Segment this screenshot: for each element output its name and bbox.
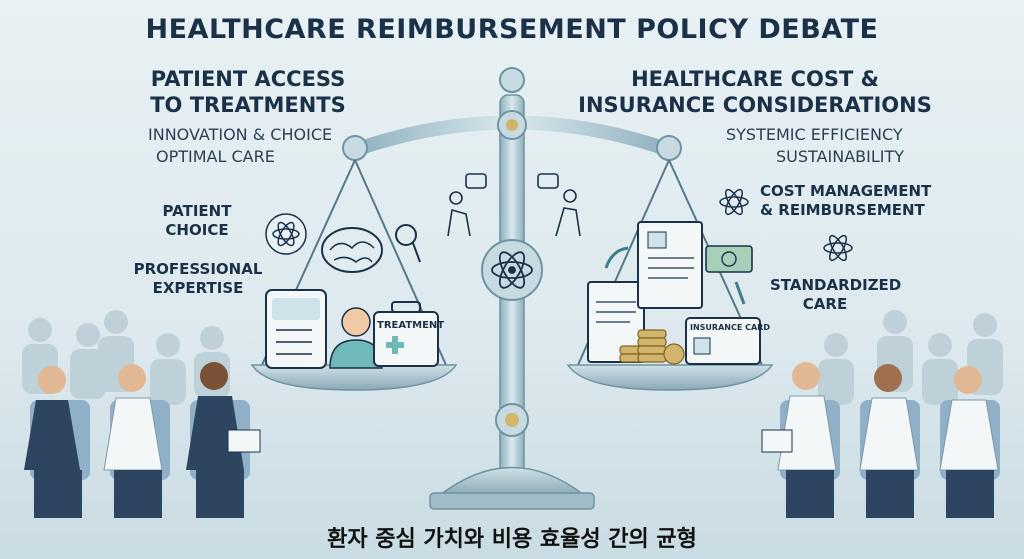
atom-icon — [823, 234, 853, 262]
balance-scale — [250, 67, 774, 510]
left-subtext: INNOVATION & CHOICE — [148, 125, 333, 144]
document-icon — [587, 221, 703, 363]
treatment-kit — [373, 301, 439, 367]
label-standardized-care: STANDARDIZED CARE — [770, 276, 902, 314]
label-professional-expertise: PROFESSIONAL EXPERTISE — [128, 260, 268, 298]
label-patient-choice: PATIENT CHOICE — [142, 202, 252, 240]
insurance-card-label: INSURANCE CARD — [690, 323, 770, 332]
right-pan-items — [587, 188, 853, 365]
label-line: COST MANAGEMENT — [760, 182, 932, 200]
atom-icon — [491, 251, 533, 289]
page-title: HEALTHCARE REIMBURSEMENT POLICY DEBATE — [145, 14, 879, 45]
treatment-card-label: TREATMENT — [377, 320, 445, 331]
coins-icon — [619, 329, 685, 365]
checklist-icon — [265, 289, 327, 369]
caption: 환자 중심 가치와 비용 효율성 간의 균형 — [327, 527, 697, 552]
right-subtext: SUSTAINABILITY — [776, 147, 905, 166]
brain-icon — [321, 227, 383, 273]
label-line: EXPERTISE — [152, 279, 244, 297]
label-line: PATIENT — [162, 202, 232, 220]
dollar-bill-icon — [705, 245, 753, 273]
magnifier-icon — [395, 224, 421, 263]
label-line: & REIMBURSEMENT — [760, 201, 925, 219]
discussion-figures — [447, 173, 581, 237]
atom-icon — [719, 188, 749, 216]
chat-bubble-icon — [465, 173, 487, 189]
arrow-icon — [604, 246, 746, 305]
right-subtext: SYSTEMIC EFFICIENCY — [726, 125, 903, 144]
left-heading-line: PATIENT ACCESS — [150, 67, 346, 91]
label-line: PROFESSIONAL — [133, 260, 263, 278]
atom-icon — [265, 213, 307, 255]
label-line: STANDARDIZED — [770, 276, 902, 294]
foreground-audience-left — [24, 362, 261, 518]
chat-bubble-icon — [537, 173, 559, 189]
label-line: CHOICE — [165, 221, 229, 239]
left-heading: PATIENT ACCESS TO TREATMENTS — [128, 66, 368, 118]
label-line: CARE — [802, 295, 848, 313]
right-heading-line: INSURANCE CONSIDERATIONS — [578, 93, 932, 117]
right-heading-line: HEALTHCARE COST & — [631, 67, 879, 91]
left-subtext: OPTIMAL CARE — [156, 147, 275, 166]
left-heading-line: TO TREATMENTS — [150, 93, 346, 117]
left-pan-items — [265, 213, 439, 369]
insurance-card — [685, 317, 761, 365]
label-cost-management: COST MANAGEMENT & REIMBURSEMENT — [760, 182, 932, 220]
foreground-audience-right — [761, 362, 1000, 518]
right-heading: HEALTHCARE COST & INSURANCE CONSIDERATIO… — [570, 66, 940, 118]
